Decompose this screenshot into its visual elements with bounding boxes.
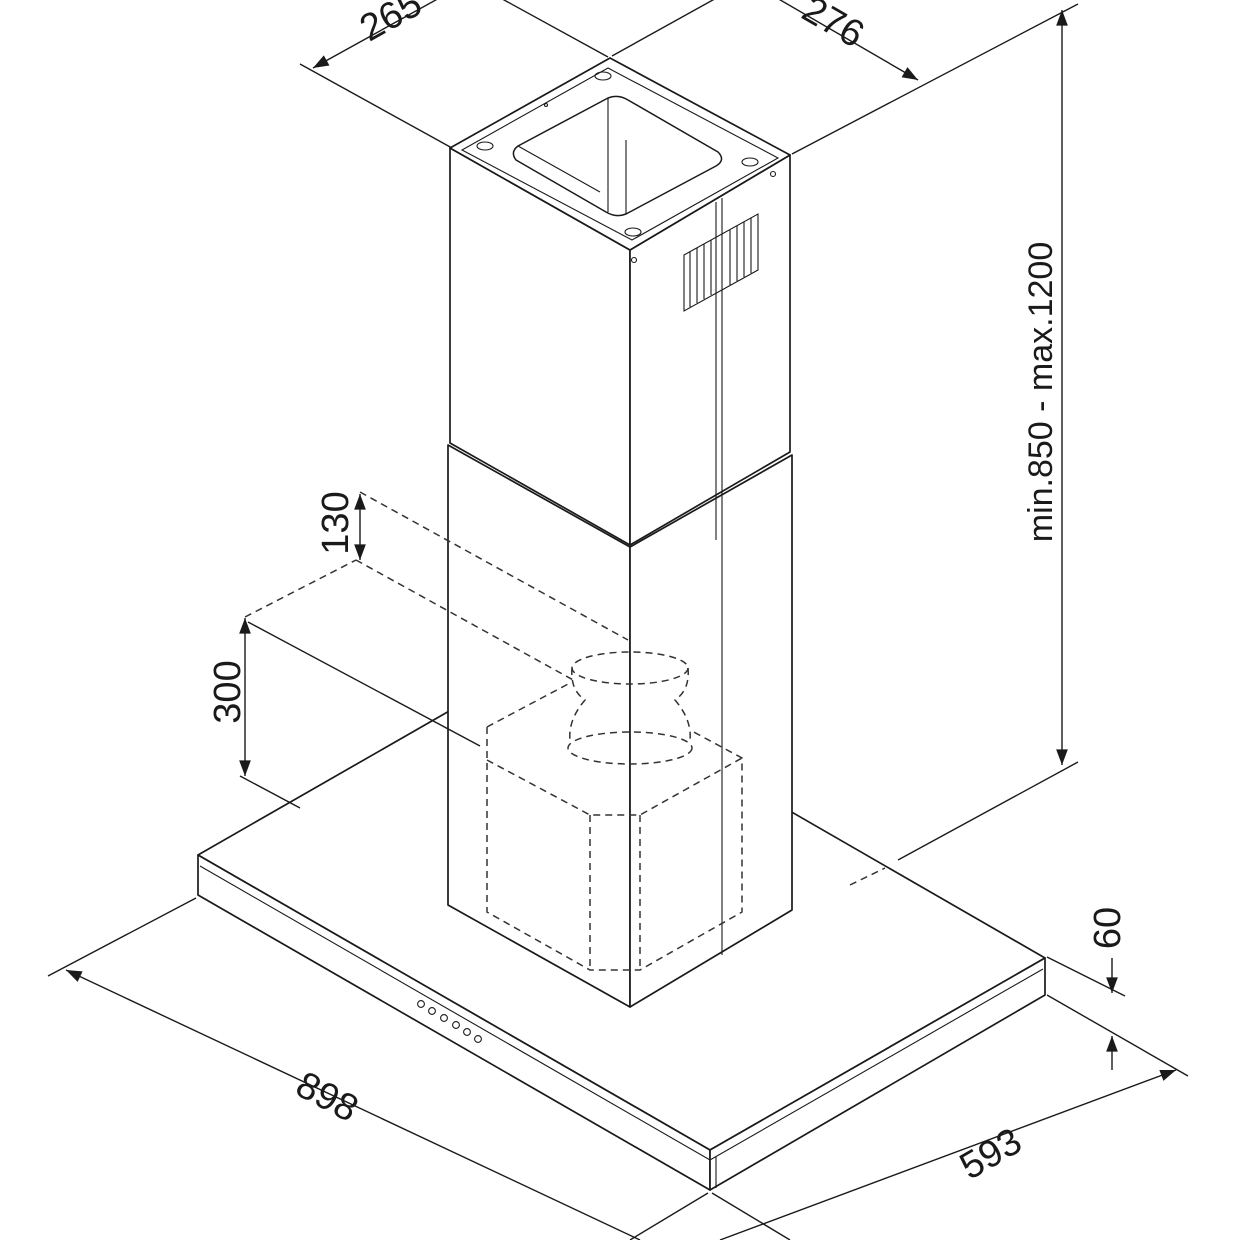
canopy-hidden-line: [849, 867, 886, 886]
chimney-height-label: min.850 - max.1200: [1022, 242, 1060, 543]
motor-outlet-base: [567, 731, 693, 765]
canopy-width-label: 898: [289, 1064, 365, 1131]
control-button: [417, 1000, 425, 1008]
control-button: [440, 1014, 448, 1022]
chimney-top-face: [449, 57, 791, 251]
dim-line-265: [312, 0, 438, 69]
screw-point: [543, 102, 549, 108]
mounting-hole: [624, 227, 642, 237]
control-panel: [417, 1000, 482, 1043]
canopy-thickness-label: 60: [1087, 907, 1129, 949]
motor-outlet-body: [569, 667, 691, 741]
chimney-top-rim: [460, 67, 780, 241]
motor-housing-outline: [486, 682, 743, 971]
canopy-depth-label: 593: [953, 1120, 1029, 1188]
chimney-lower-right-face: [629, 454, 793, 1008]
extension-lines: [47, 0, 1189, 1240]
chimney-duct-opening: [512, 95, 723, 217]
screw-point: [630, 256, 638, 264]
control-button: [428, 1007, 436, 1015]
control-button: [474, 1035, 482, 1043]
outlet-offset-label: 130: [315, 491, 357, 554]
mounting-hole: [741, 157, 759, 167]
screw-point: [769, 170, 777, 178]
chimney-depth-label: 265: [353, 0, 429, 50]
motor-unit-hidden: [486, 651, 743, 971]
dim-line-276: [778, 0, 919, 81]
chimney-duct-inner-wall: [517, 98, 627, 214]
control-button: [463, 1028, 471, 1036]
chimney-width-label: 276: [795, 0, 871, 56]
control-button: [452, 1021, 460, 1029]
mounting-hole: [594, 71, 612, 81]
dim-line-593: [719, 1069, 1177, 1240]
canopy-edge-bevel: [199, 865, 1044, 1161]
dimension-lines: [65, 0, 1177, 1240]
vent-grille: [683, 213, 759, 312]
mounting-hole: [476, 141, 494, 151]
chimney: [447, 57, 793, 1008]
motor-housing-front-edges: [486, 757, 743, 970]
dim-line-898: [65, 969, 641, 1240]
motor-height-label: 300: [207, 660, 249, 723]
